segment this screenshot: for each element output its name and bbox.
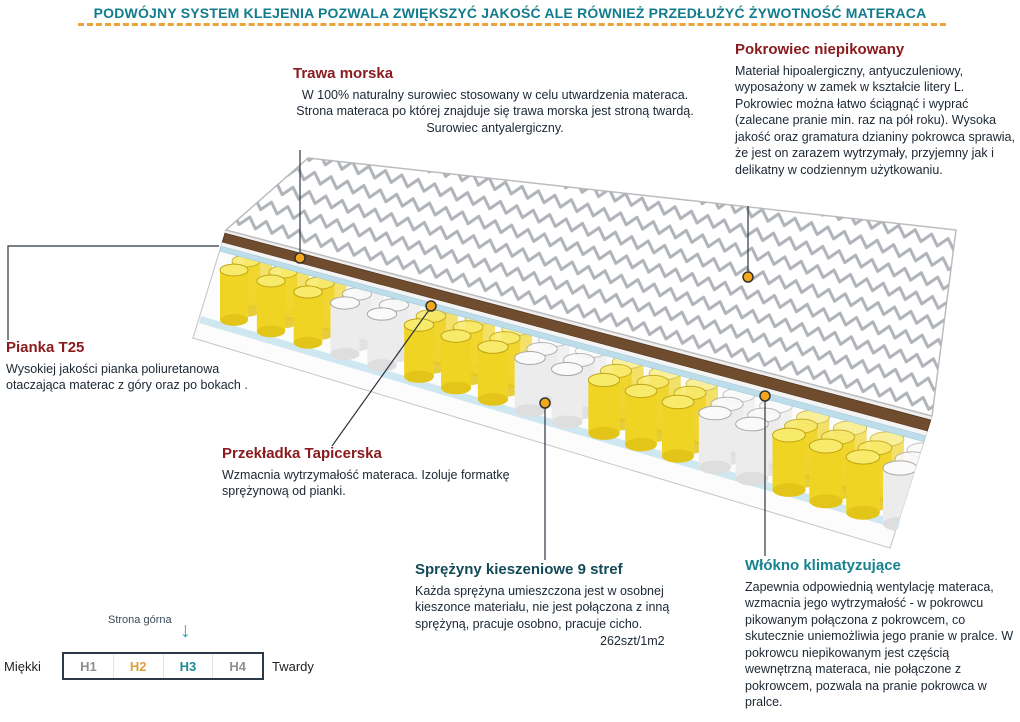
- callout-trawa-morska: Trawa morska W 100% naturalny surowiec s…: [285, 65, 705, 136]
- callout-body-wlokno: Zapewnia odpowiednią wentylację materaca…: [745, 579, 1014, 710]
- callout-title-pokrowiec: Pokrowiec niepikowany: [735, 41, 905, 58]
- callout-title-pianka: Pianka T25: [6, 339, 85, 356]
- hardness-level-h3: H3: [164, 654, 214, 678]
- callout-dot-wlokno: [759, 390, 771, 402]
- callout-line-przekladka: [331, 309, 430, 447]
- callout-dot-przekladka: [425, 300, 437, 312]
- hardness-level-h1: H1: [64, 654, 114, 678]
- callout-body-sprezyny: Każda sprężyna umieszczona jest w osobne…: [415, 583, 670, 631]
- header-dashed-underline: [78, 23, 946, 26]
- callout-sprezyny: Sprężyny kieszeniowe 9 stref Każda spręż…: [415, 561, 717, 648]
- callout-dot-pokrowiec: [742, 271, 754, 283]
- callout-line-pianka: [7, 245, 219, 340]
- quilted-top-surface: [224, 157, 957, 417]
- callout-dot-sprezyny: [539, 397, 551, 409]
- callout-pokrowiec: Pokrowiec niepikowany Materiał hipoalerg…: [735, 41, 1016, 178]
- callout-title-trawa: Trawa morska: [293, 65, 394, 82]
- spring-count: 262szt/1m2: [600, 634, 665, 648]
- page-title: PODWÓJNY SYSTEM KLEJENIA POZWALA ZWIĘKSZ…: [93, 5, 927, 21]
- hardness-scale: Strona górna ↓ Miękki H1 H2 H3 H4 Twardy: [0, 608, 340, 698]
- soft-label: Miękki: [4, 659, 41, 674]
- callout-przekladka: Przekładka Tapicerska Wzmacnia wytrzymał…: [222, 445, 522, 500]
- callout-pianka-t25: Pianka T25 Wysokiej jakości pianka poliu…: [6, 339, 262, 394]
- callout-title-wlokno: Włókno klimatyzujące: [745, 557, 901, 574]
- callout-wlokno: Włókno klimatyzujące Zapewnia odpowiedni…: [745, 557, 1017, 711]
- callout-lines: [7, 150, 766, 560]
- fiber-layer: [219, 245, 927, 443]
- hardness-levels-box: H1 H2 H3 H4: [62, 652, 264, 680]
- callout-body-przekladka: Wzmacnia wytrzymałość materaca. Izoluje …: [222, 467, 510, 499]
- foam-band: [221, 242, 928, 436]
- top-side-label: Strona górna: [108, 614, 172, 626]
- callout-title-przekladka: Przekładka Tapicerska: [222, 445, 382, 462]
- hardness-level-h2: H2: [114, 654, 164, 678]
- callout-title-sprezyny: Sprężyny kieszeniowe 9 stref: [415, 561, 623, 578]
- hardness-level-h4: H4: [229, 658, 246, 674]
- cover-edge-band: [225, 230, 932, 420]
- down-arrow-icon: ↓: [180, 619, 191, 642]
- callout-markers: [294, 252, 771, 409]
- callout-dot-trawa: [294, 252, 306, 264]
- callout-body-pokrowiec: Materiał hipoalergiczny, antyuczuleniowy…: [735, 63, 1015, 177]
- hard-label: Twardy: [272, 659, 314, 674]
- callout-body-pianka: Wysokiej jakości pianka poliuretanowa ot…: [6, 361, 248, 393]
- callout-body-trawa: W 100% naturalny surowiec stosowany w ce…: [296, 87, 694, 135]
